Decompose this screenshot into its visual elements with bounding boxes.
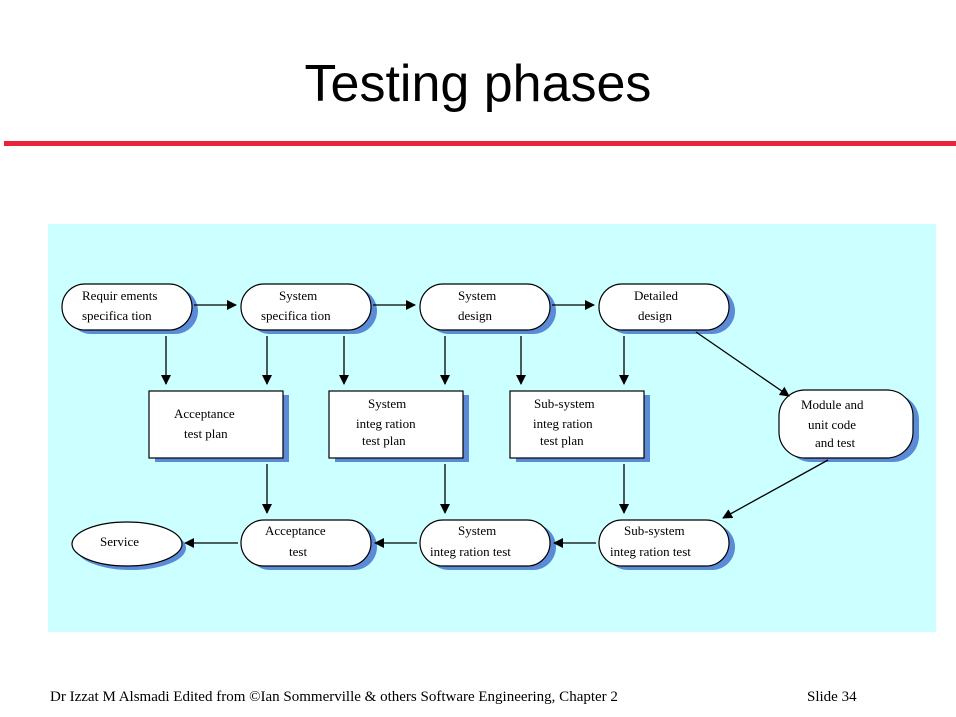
- node-label-line: System: [458, 288, 496, 303]
- node-label-line: Sub-system: [624, 523, 685, 538]
- node-label-line: specifica tion: [261, 308, 331, 323]
- node-system-design: System design: [419, 283, 556, 334]
- node-label-line: Acceptance: [265, 523, 326, 538]
- arrow: [695, 331, 790, 397]
- node-label-line: test plan: [540, 433, 584, 448]
- node-acceptance-test: Acceptance test: [240, 519, 377, 570]
- node-label-line: System: [279, 288, 317, 303]
- node-label-line: integ ration: [356, 416, 416, 431]
- node-acceptance-test-plan: Acceptance test plan: [148, 390, 289, 462]
- node-system-specification: System specifica tion: [240, 283, 377, 334]
- node-subsystem-integration-test: Sub-system integ ration test: [598, 519, 735, 570]
- node-label-line: Acceptance: [174, 406, 235, 421]
- node-label-line: System: [458, 523, 496, 538]
- slide-label: Slide: [807, 689, 838, 705]
- node-label-line: test plan: [362, 433, 406, 448]
- node-label-line: specifica tion: [82, 308, 152, 323]
- slide-number-label: Slide 34: [807, 689, 857, 706]
- node-label-line: Requir ements: [82, 288, 157, 303]
- node-module-unit-code-test: Module and unit code and test: [778, 389, 919, 462]
- node-label-line: design: [638, 308, 672, 323]
- diagram-panel: Requir ements specifica tion System spec…: [48, 224, 936, 632]
- node-label-line: unit code: [808, 417, 856, 432]
- node-label-line: System: [368, 396, 406, 411]
- node-service: Service: [71, 521, 186, 570]
- arrow: [722, 459, 829, 519]
- node-system-integration-test: System integ ration test: [419, 519, 556, 570]
- node-system-integration-test-plan: System integ ration test plan: [328, 390, 469, 462]
- node-label-line: design: [458, 308, 492, 323]
- node-label-line: test: [289, 544, 307, 559]
- node-label-line: and test: [815, 435, 855, 450]
- node-requirements-specification: Requir ements specifica tion: [61, 283, 198, 334]
- node-label-line: Detailed: [634, 288, 679, 303]
- slide-title: Testing phases: [304, 55, 652, 113]
- node-subsystem-integration-test-plan: Sub-system integ ration test plan: [509, 390, 650, 462]
- slide-number: 34: [841, 689, 857, 705]
- node-detailed-design: Detailed design: [598, 283, 735, 334]
- node-label-line: integ ration: [533, 416, 593, 431]
- node-label-line: Sub-system: [534, 396, 595, 411]
- title-divider: [4, 141, 956, 146]
- node-label-line: test plan: [184, 426, 228, 441]
- testing-phases-diagram: Requir ements specifica tion System spec…: [61, 283, 919, 570]
- footer-credit: Dr Izzat M Alsmadi Edited from ©Ian Somm…: [50, 689, 618, 705]
- node-label-line: Module and: [801, 397, 864, 412]
- node-label-line: integ ration test: [430, 544, 511, 559]
- node-label-line: integ ration test: [610, 544, 691, 559]
- node-label-line: Service: [100, 534, 139, 549]
- diagram-arrows: [161, 300, 829, 548]
